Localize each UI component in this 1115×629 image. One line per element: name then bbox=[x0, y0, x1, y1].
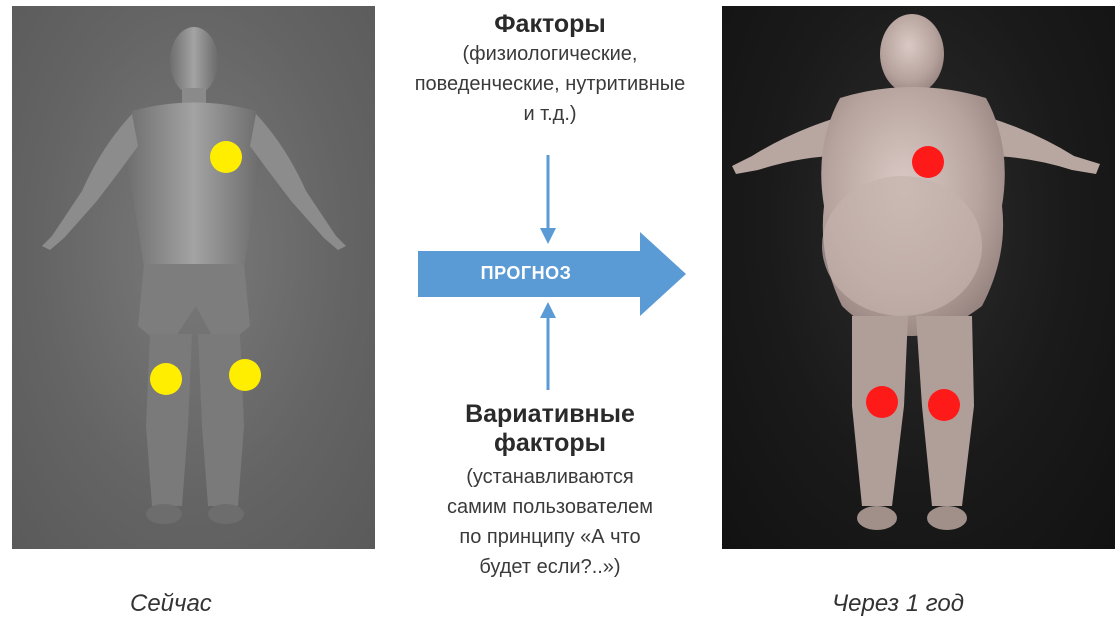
variative-title-line-1: Вариативные bbox=[400, 400, 700, 429]
variative-up-arrowhead bbox=[540, 302, 556, 318]
variative-line-3: по принципу «А что bbox=[400, 522, 700, 552]
factors-down-arrowhead bbox=[540, 228, 556, 244]
variative-line-2: самим пользователем bbox=[400, 492, 700, 522]
variative-factors-block: Вариативные факторы (устанавливаются сам… bbox=[400, 400, 700, 582]
variative-title-line-2: факторы bbox=[400, 429, 700, 458]
variative-line-4: будет если?..») bbox=[400, 552, 700, 582]
variative-line-1: (устанавливаются bbox=[400, 462, 700, 492]
forecast-label: ПРОГНОЗ bbox=[446, 263, 606, 284]
